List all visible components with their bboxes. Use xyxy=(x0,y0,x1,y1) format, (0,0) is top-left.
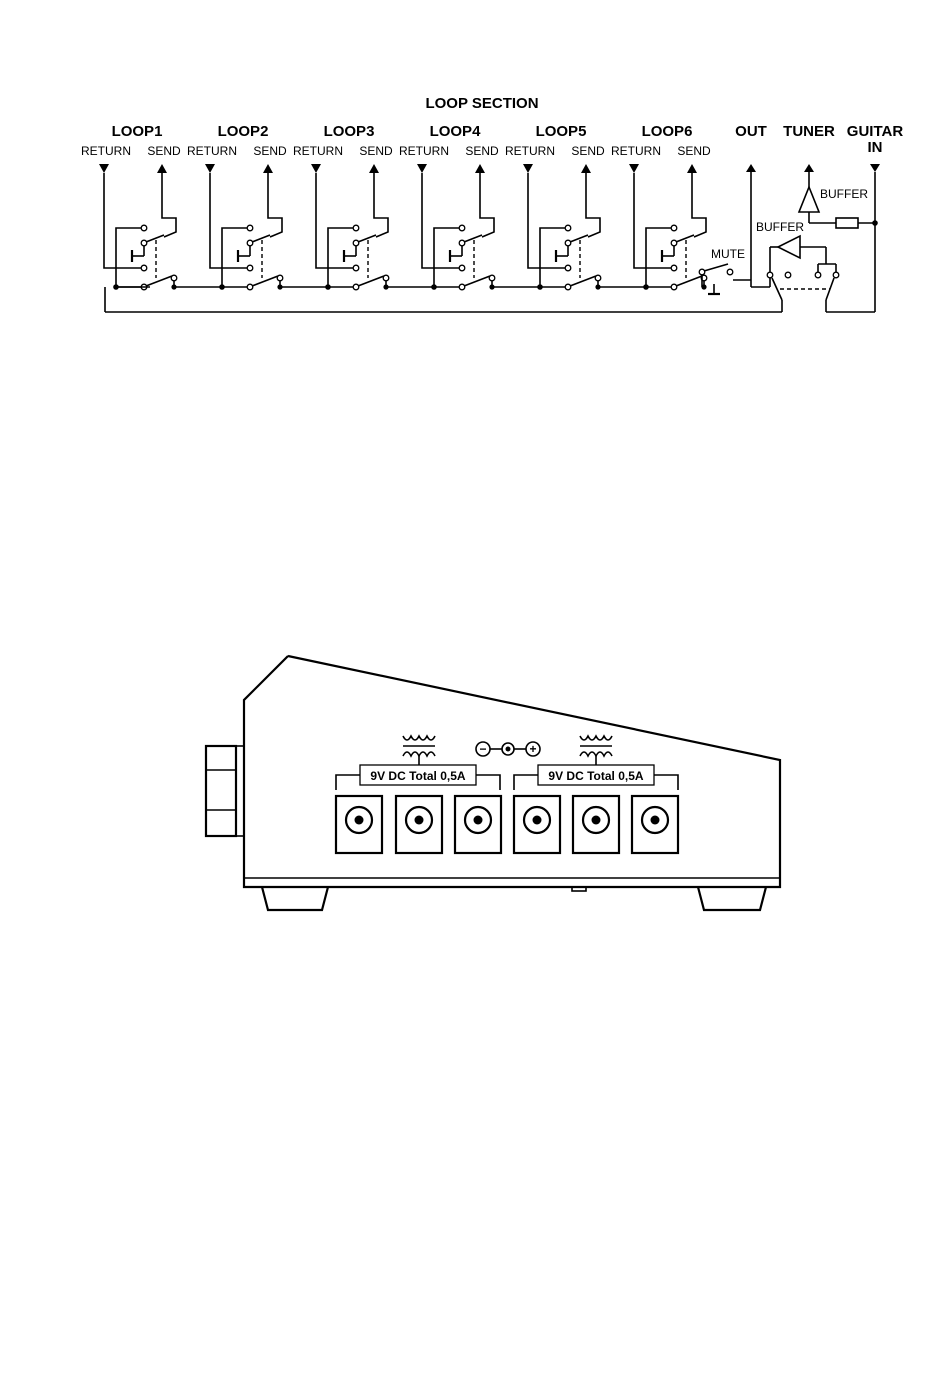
loop1-send-label: SEND xyxy=(147,144,181,158)
tuner-label: TUNER xyxy=(783,123,835,140)
loop5-return-label: RETURN xyxy=(505,144,555,158)
out-label: OUT xyxy=(735,123,767,140)
loop6-send-label: SEND xyxy=(677,144,711,158)
loop5-send-arrow xyxy=(581,164,591,173)
loop6-label: LOOP6 xyxy=(642,123,693,140)
transformer-icon-left xyxy=(403,736,435,766)
loop1-return-label: RETURN xyxy=(81,144,131,158)
dc-jack xyxy=(455,796,501,853)
tuner-path: BUFFER xyxy=(799,164,875,228)
power-panel-side-view: − + 9V DC Total 0,5A 9V DC Total 0,5A xyxy=(206,656,780,910)
loop3-label: LOOP3 xyxy=(324,123,375,140)
output-group-left: 9V DC Total 0,5A xyxy=(336,765,500,790)
guitar-in-label: IN xyxy=(868,139,883,156)
loop2-return-arrow xyxy=(205,164,215,173)
foot-left xyxy=(262,887,328,910)
loop1-label: LOOP1 xyxy=(112,123,163,140)
polarity-minus: − xyxy=(479,742,486,756)
loop2-label: LOOP2 xyxy=(218,123,269,140)
loop1-circuit xyxy=(99,164,222,290)
polarity-symbol: − + xyxy=(476,742,540,756)
guitar-label: GUITAR xyxy=(847,123,904,140)
loop3-send-arrow xyxy=(369,164,379,173)
loop6-circuit xyxy=(629,164,707,290)
loop4-return-arrow xyxy=(417,164,427,173)
loop3-return-label: RETURN xyxy=(293,144,343,158)
loop3-circuit xyxy=(311,164,434,290)
resistor xyxy=(836,218,858,228)
loop1-return-arrow xyxy=(99,164,109,173)
guitar-in-path xyxy=(870,164,880,312)
loop3-send-label: SEND xyxy=(359,144,393,158)
loop-section-title: LOOP SECTION xyxy=(425,95,538,112)
dc-jack xyxy=(396,796,442,853)
loop4-return-label: RETURN xyxy=(399,144,449,158)
label-9v-left: 9V DC Total 0,5A xyxy=(370,769,465,783)
transformer-icon-right xyxy=(580,736,612,766)
loop4-send-arrow xyxy=(475,164,485,173)
dc-output-jacks xyxy=(336,796,678,853)
foot-right xyxy=(698,887,766,910)
loop2-return-label: RETURN xyxy=(187,144,237,158)
loop4-circuit xyxy=(417,164,540,290)
loop4-label: LOOP4 xyxy=(430,123,482,140)
loop5-send-label: SEND xyxy=(571,144,605,158)
loop2-circuit xyxy=(205,164,328,290)
dc-jack xyxy=(632,796,678,853)
loop5-circuit xyxy=(523,164,646,290)
enclosure-outline xyxy=(244,656,780,887)
loop4-send-label: SEND xyxy=(465,144,499,158)
loop5-label: LOOP5 xyxy=(536,123,587,140)
mute-label: MUTE xyxy=(711,247,745,261)
buffer-bottom-label: BUFFER xyxy=(756,220,804,234)
loop3-return-arrow xyxy=(311,164,321,173)
loop6-send-arrow xyxy=(687,164,697,173)
polarity-plus: + xyxy=(529,742,536,756)
dc-jack xyxy=(336,796,382,853)
label-9v-right: 9V DC Total 0,5A xyxy=(548,769,643,783)
buffer-top-triangle xyxy=(799,187,819,212)
loop5-return-arrow xyxy=(523,164,533,173)
loop6-return-arrow xyxy=(629,164,639,173)
loop1-send-arrow xyxy=(157,164,167,173)
buffer-bottom-triangle xyxy=(778,236,800,258)
output-group-right: 9V DC Total 0,5A xyxy=(514,765,678,790)
loop2-send-arrow xyxy=(263,164,273,173)
dc-jack xyxy=(514,796,560,853)
buffer-top-label: BUFFER xyxy=(820,187,868,201)
out-jack xyxy=(733,164,756,287)
loop-circuits xyxy=(99,164,707,290)
loop2-send-label: SEND xyxy=(253,144,287,158)
side-connector xyxy=(206,746,236,836)
loop6-return-label: RETURN xyxy=(611,144,661,158)
dc-jack xyxy=(573,796,619,853)
